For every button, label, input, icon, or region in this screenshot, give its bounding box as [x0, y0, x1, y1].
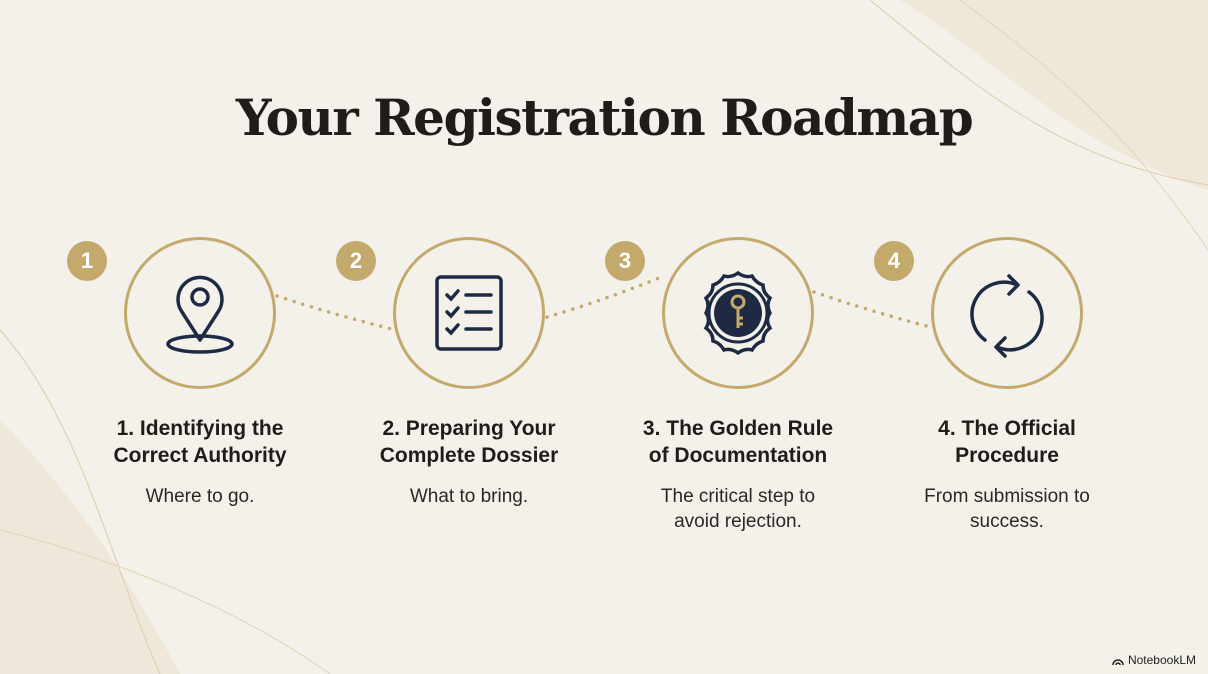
connector-1-2 — [275, 294, 394, 331]
step-number-badge: 3 — [605, 241, 645, 281]
step-description: What to bring. — [409, 486, 529, 507]
checklist-icon — [435, 275, 503, 351]
refresh-cycle-icon — [970, 274, 1044, 358]
notebooklm-watermark: NotebookLM — [1112, 653, 1196, 667]
step-description: Where to go. — [145, 486, 255, 507]
connector-3-4 — [812, 290, 933, 329]
step-number-badge: 4 — [874, 241, 914, 281]
step-icon-circle — [662, 237, 814, 389]
step-icon-circle — [124, 237, 276, 389]
step-icon-circle — [393, 237, 545, 389]
key-seal-icon — [703, 270, 773, 356]
map-pin-icon — [166, 275, 234, 354]
step-number-badge: 2 — [336, 241, 376, 281]
page-title: Your Registration Roadmap — [235, 88, 974, 147]
step-icon-circle — [931, 237, 1083, 389]
notebooklm-logo-icon — [1112, 659, 1124, 665]
connector-2-3 — [545, 274, 666, 319]
step-number-badge: 1 — [67, 241, 107, 281]
